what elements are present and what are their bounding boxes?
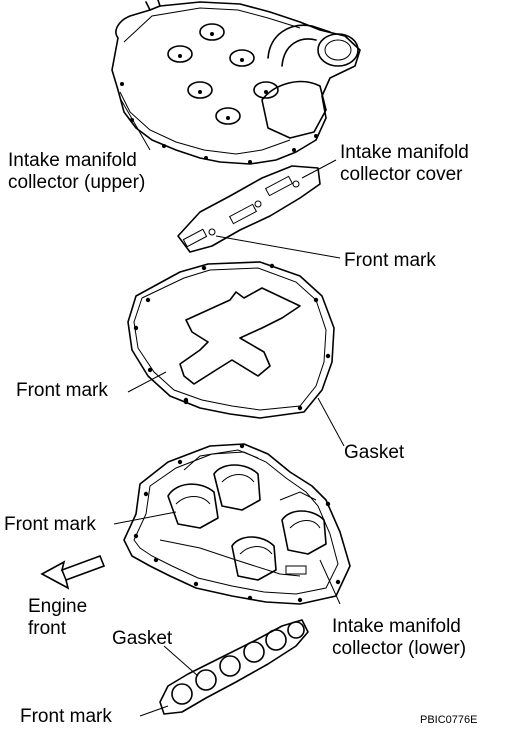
label-upper-collector-line1: Intake manifold <box>8 150 137 171</box>
gasket-upper <box>127 261 335 419</box>
leader-lines <box>113 97 345 717</box>
intake-manifold-collector-lower <box>123 443 351 605</box>
label-lower-collector-line1: Intake manifold <box>332 616 461 637</box>
label-engine-front-line1: Engine <box>28 596 88 617</box>
engine-front-arrow <box>40 554 106 590</box>
figure-code: PBIC0776E <box>420 714 478 726</box>
label-collector-cover-line2: collector cover <box>340 164 463 185</box>
intake-manifold-collector-upper <box>111 0 361 165</box>
label-front-mark-bottom: Front mark <box>20 706 112 727</box>
label-front-mark-gasket: Front mark <box>16 380 108 401</box>
label-engine-front-line2: front <box>28 618 67 639</box>
label-gasket-upper: Gasket <box>344 442 405 463</box>
label-front-mark-lower: Front mark <box>4 514 96 535</box>
label-collector-cover: Intake manifold collector cover <box>340 142 469 186</box>
gasket-lower <box>159 619 309 715</box>
label-lower-collector: Intake manifold collector (lower) <box>332 616 466 660</box>
label-gasket-lower: Gasket <box>112 628 173 649</box>
label-upper-collector-line2: collector (upper) <box>8 172 146 193</box>
label-upper-collector: Intake manifold collector (upper) <box>8 150 145 194</box>
label-lower-collector-line2: collector (lower) <box>332 638 467 659</box>
label-front-mark-cover: Front mark <box>344 250 436 271</box>
label-collector-cover-line1: Intake manifold <box>340 142 469 163</box>
intake-manifold-collector-cover <box>177 165 321 253</box>
label-engine-front: Engine front <box>28 596 87 640</box>
